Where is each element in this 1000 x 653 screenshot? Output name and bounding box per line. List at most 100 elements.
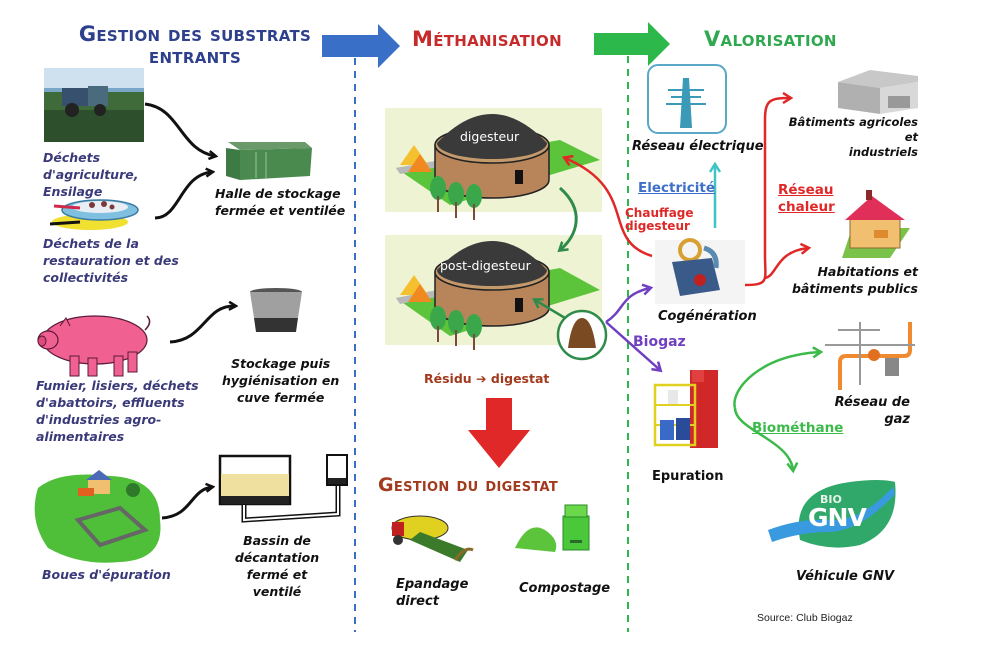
house-icon [842, 190, 910, 258]
label-reseau-chaleur: Réseau chaleur [778, 182, 835, 216]
epandage-line1: Epandage [396, 577, 469, 592]
arrow-pig-to-tank [169, 306, 235, 344]
residue-digestate-label: Résidu ➔ digestat [424, 371, 549, 386]
arrow-chauffage-digesteur [565, 158, 653, 258]
arrow-biomethane-to-gnv [733, 407, 793, 470]
storage-hall-icon [226, 142, 312, 180]
post-digester-label: post-digesteur [440, 258, 531, 273]
input-label-fumier: Fumier, lisiers, déchets d'abattoirs, ef… [36, 377, 199, 445]
pig-icon [37, 315, 151, 377]
title-digestat: Gestion du digestat [378, 474, 559, 496]
electric-pylon-icon [647, 64, 727, 134]
agricultural-building-icon [838, 70, 918, 114]
storage-bassin-line1: Bassin de [243, 533, 311, 548]
section-arrow-blue [322, 24, 400, 68]
tank-icon [250, 288, 302, 332]
storage-bassin-line2: décantation [234, 550, 320, 565]
input-fumier-line1: Fumier, lisiers, déchets [36, 378, 199, 393]
input-resto-line2: restauration et des [43, 253, 179, 268]
storage-halle-line1: Halle de stockage [215, 186, 341, 201]
settling-basin-icon [218, 454, 348, 523]
arrow-chaleur-habitations [764, 248, 808, 280]
cogeneration-icon [655, 238, 745, 304]
label-electricite: Electricité [638, 180, 715, 196]
reseau-chaleur-line1: Réseau [778, 182, 834, 198]
input-agri-line1: Déchets [43, 150, 101, 165]
label-reseau-gaz: Réseau de gaz [830, 394, 910, 428]
wastewater-plant-icon [34, 470, 161, 563]
residue-icon [556, 309, 608, 361]
input-resto-line1: Déchets de la [43, 236, 139, 251]
input-label-boues: Boues d'épuration [42, 566, 171, 583]
reseau-gaz-line2: gaz [884, 412, 910, 427]
digestat-label-epandage: Epandage direct [396, 576, 468, 610]
label-vehicule-gnv: Véhicule GNV [796, 569, 895, 584]
section-arrow-green [594, 22, 670, 66]
storage-label-cuve: Stockage puis hygiénisation en cuve ferm… [222, 355, 339, 406]
input-boues-line1: Boues d'épuration [42, 567, 171, 582]
title-substrats-line2: entrants [148, 44, 242, 68]
bio-gnv-logo [768, 480, 896, 548]
input-label-agriculture: Déchets d'agriculture, Ensilage [43, 149, 138, 200]
arrow-to-digestat [468, 398, 530, 468]
arrow-biogaz-to-epuration [605, 321, 660, 370]
habitations-line1: Habitations et [817, 264, 918, 279]
input-resto-line3: collectivités [43, 270, 129, 285]
reseau-chaleur-line2: chaleur [778, 199, 835, 215]
arrow-chaleur-main [744, 98, 790, 287]
label-cogeneration: Cogénération [658, 309, 757, 324]
label-epuration: Epuration [652, 469, 724, 484]
arrow-residue-to-post [535, 300, 566, 320]
arrow-agri-to-hall [144, 102, 215, 156]
label-biomethane: Biométhane [752, 420, 844, 436]
title-substrats: Gestion des substrats entrants [60, 22, 330, 68]
input-label-restauration: Déchets de la restauration et des collec… [43, 235, 179, 286]
label-habitations: Habitations et bâtiments publics [786, 263, 918, 297]
residue-arrow-glyph: ➔ [476, 371, 487, 386]
tractor-field-icon [44, 68, 144, 142]
habitations-line2: bâtiments publics [791, 281, 918, 296]
input-agri-line2: d'agriculture, [43, 167, 139, 182]
label-chauffage-digesteur: Chauffage digesteur [625, 207, 694, 233]
label-reseau-electrique: Réseau électrique [632, 139, 764, 154]
batiments-line1: Bâtiments agricoles et [788, 115, 918, 144]
digester-label: digesteur [460, 129, 520, 144]
storage-label-bassin: Bassin de décantation fermé et ventilé [222, 532, 332, 600]
storage-label-halle: Halle de stockage fermée et ventilée [215, 185, 345, 219]
spreader-icon [391, 515, 474, 562]
gas-network-icon [825, 322, 915, 390]
epandage-line2: direct [396, 594, 439, 609]
input-fumier-line3: d'industries agro- [36, 412, 162, 427]
chauffage-line1: Chauffage [625, 206, 694, 220]
arrow-biomethane-to-gas [733, 352, 820, 409]
arrow-food-to-hall [154, 172, 212, 220]
storage-cuve-line3: cuve fermée [236, 390, 325, 405]
input-agri-line3: Ensilage [43, 184, 103, 199]
storage-cuve-line2: hygiénisation en [222, 373, 340, 388]
gnv-logo-main: GNV [808, 503, 867, 532]
chauffage-line2: digesteur [625, 219, 690, 233]
food-plate-icon [49, 199, 139, 230]
source-credit: Source: Club Biogaz [757, 612, 853, 624]
storage-cuve-line1: Stockage puis [231, 356, 331, 371]
epuration-icon [653, 370, 718, 448]
arrow-boues-to-basin [161, 487, 212, 520]
storage-bassin-line3: fermé et ventilé [246, 567, 308, 599]
title-methanisation: Méthanisation [412, 27, 562, 51]
storage-halle-line2: fermée et ventilée [215, 203, 346, 218]
reseau-gaz-line1: Réseau de [834, 395, 910, 410]
label-batiments-agricoles: Bâtiments agricoles et industriels [788, 115, 918, 160]
title-valorisation: Valorisation [704, 27, 837, 51]
digestat-label-compostage: Compostage [519, 581, 611, 596]
gnv-logo-bio: BIO [820, 493, 842, 506]
compost-icon [515, 504, 590, 552]
arrow-digester-to-post [560, 186, 578, 250]
input-fumier-line2: d'abattoirs, effluents [36, 395, 185, 410]
arrow-biogaz-to-cogeneration [605, 288, 650, 324]
batiments-line2: industriels [848, 145, 918, 159]
digester-panel [385, 108, 602, 220]
title-substrats-line1: Gestion des substrats [78, 22, 312, 46]
digestate-text: digestat [490, 371, 550, 386]
